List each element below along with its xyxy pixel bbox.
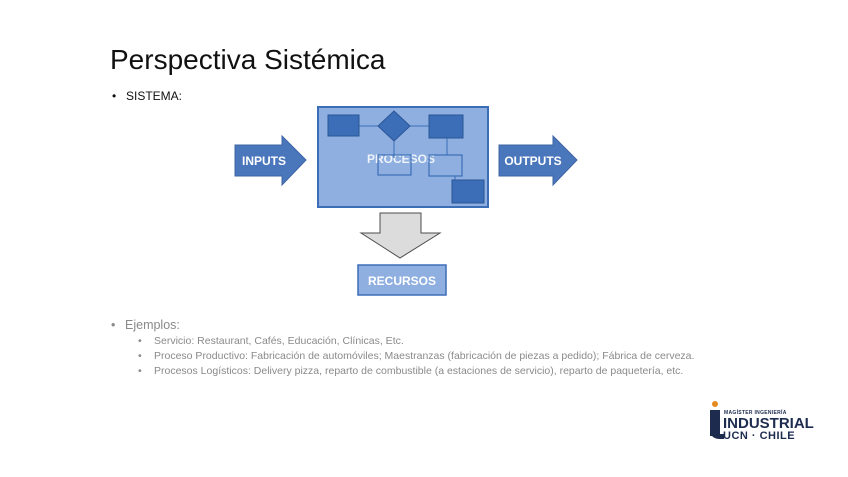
example-item-text: Servicio: Restaurant, Cafés, Educación, … (154, 335, 404, 347)
bullet-dot: • (112, 89, 117, 103)
flow-decision (377, 110, 411, 142)
outputs-label: OUTPUTS (504, 154, 561, 168)
procesos-label: PROCESOS (367, 152, 435, 166)
example-item: • Servicio: Restaurant, Cafés, Educación,… (138, 335, 404, 347)
bullet-sistema-label: SISTEMA: (126, 89, 183, 103)
flow-step-3 (377, 154, 412, 176)
logo-line3: UCN · CHILE (723, 430, 796, 442)
bullet-dot: • (138, 365, 142, 377)
logo-line2: INDUSTRIAL (723, 415, 814, 432)
flow-step-5 (451, 179, 485, 204)
examples-heading: • Ejemplos: (111, 318, 180, 332)
bullet-dot: • (138, 350, 142, 362)
outputs-arrow (498, 134, 578, 187)
example-item: • Proceso Productivo: Fabricación de auto… (138, 350, 694, 362)
example-item-text: Procesos Logísticos: Delivery pizza, rep… (154, 365, 684, 377)
bullet-dot: • (138, 335, 142, 347)
example-item: • Procesos Logísticos: Delivery pizza, re… (138, 365, 683, 377)
flow-step-4 (428, 154, 463, 177)
resources-down-arrow (359, 212, 442, 259)
bullet-sistema: • SISTEMA: (112, 89, 182, 103)
recursos-label: RECURSOS (368, 274, 436, 288)
bullet-dot: • (111, 318, 116, 332)
slide-title: Perspectiva Sistémica (110, 44, 386, 75)
example-item-text: Proceso Productivo: Fabricación de autom… (154, 350, 695, 362)
flow-step-1 (327, 114, 360, 137)
recursos-box (357, 264, 447, 296)
logo-line1: MAGÍSTER INGENIERÍA (724, 410, 787, 416)
examples-heading-label: Ejemplos: (125, 318, 180, 332)
logo-mark-icon (710, 401, 724, 439)
flow-step-2 (428, 114, 464, 139)
inputs-label: INPUTS (242, 154, 286, 168)
inputs-arrow (234, 134, 307, 187)
